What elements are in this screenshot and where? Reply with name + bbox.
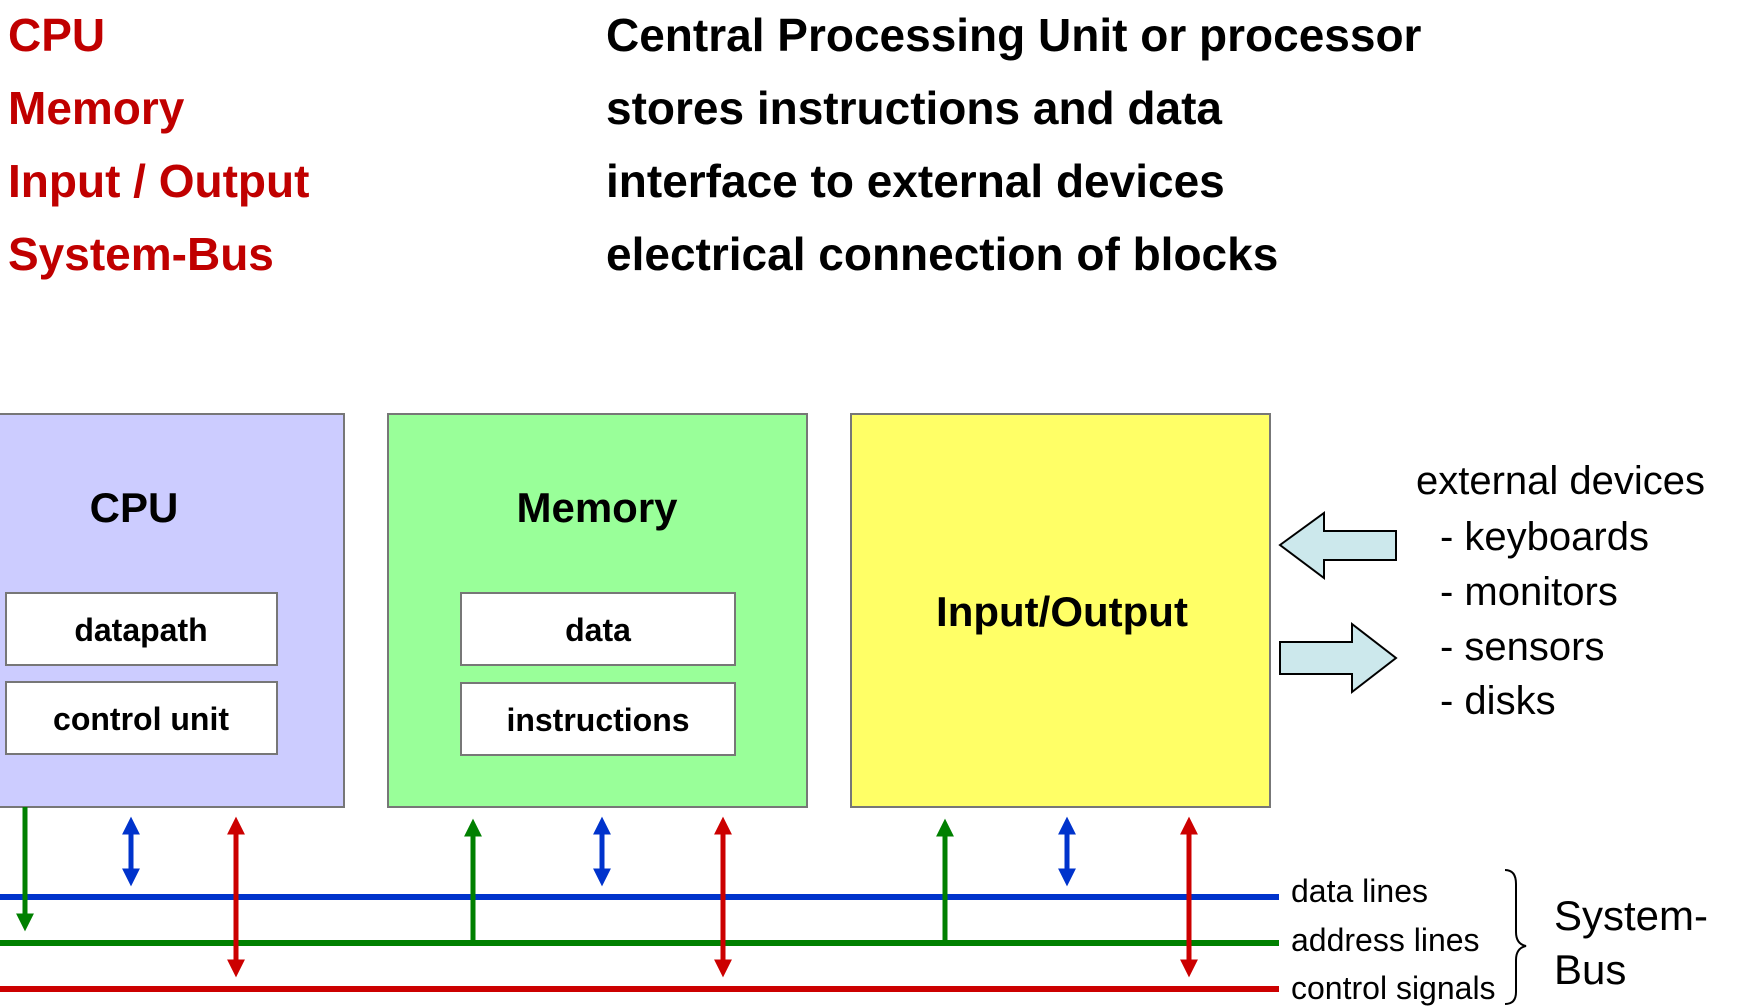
control-unit-box <box>5 681 278 755</box>
definition-memory: stores instructions and data <box>606 82 1223 134</box>
external-devices-title: external devices <box>1416 459 1705 503</box>
term-system-bus: System-Bus <box>8 228 274 280</box>
instructions-label: instructions <box>506 702 689 738</box>
data-lines-label: data lines <box>1291 873 1428 909</box>
term-input-output: Input / Output <box>8 155 310 207</box>
data-label: data <box>565 612 631 648</box>
definition-system-bus: electrical connection of blocks <box>606 228 1279 280</box>
control-unit-label: control unit <box>53 701 229 737</box>
system-bus-label-line-2: Bus <box>1554 946 1626 993</box>
external-device-item: - disks <box>1440 679 1556 723</box>
io-title: Input/Output <box>936 588 1188 635</box>
data-box <box>460 592 736 666</box>
memory-title: Memory <box>516 484 678 531</box>
output-arrow-icon <box>1279 621 1398 695</box>
datapath-box <box>5 592 278 666</box>
input-arrow-icon <box>1278 511 1397 580</box>
datapath-label: datapath <box>74 612 207 648</box>
instructions-box <box>460 682 736 756</box>
io-block <box>850 413 1271 808</box>
external-device-item: - monitors <box>1440 570 1618 614</box>
cpu-title: CPU <box>90 484 179 531</box>
control-signals-label: control signals <box>1291 970 1496 1006</box>
term-cpu: CPU <box>8 9 106 61</box>
system-bus-label: System- Bus <box>1554 892 1720 993</box>
definition-cpu: Central Processing Unit or processor <box>606 9 1422 61</box>
external-device-item: - keyboards <box>1440 515 1649 559</box>
external-device-item: - sensors <box>1440 625 1605 669</box>
bus-brace <box>1504 869 1527 1005</box>
definition-input-output: interface to external devices <box>606 155 1225 207</box>
system-bus-label-line-1: System- <box>1554 892 1708 939</box>
address-lines-label: address lines <box>1291 922 1480 958</box>
term-memory: Memory <box>8 82 185 134</box>
